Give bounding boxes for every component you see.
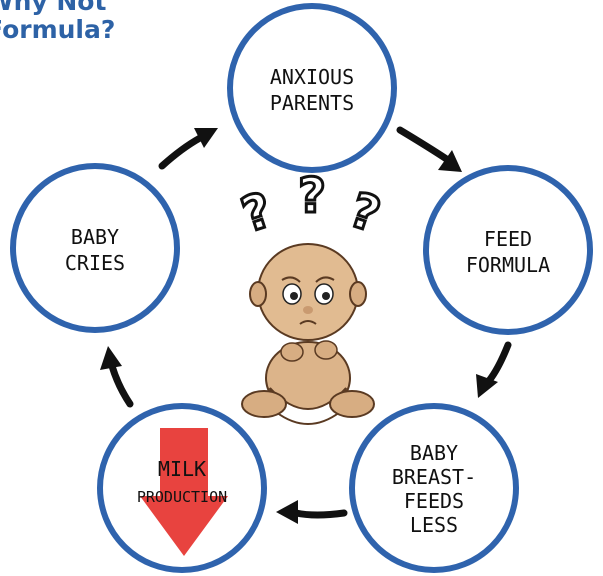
milk-production-line-1: MILK: [158, 457, 206, 481]
anxious-parents-line-2: PARENTS: [270, 91, 354, 115]
node-baby-cries: BABY CRIES: [10, 163, 180, 333]
diagram-title: Why Not Formula?: [0, 0, 116, 44]
breastfeeds-line-3: FEEDS: [404, 489, 464, 513]
anxious-parents-line-1: ANXIOUS: [270, 65, 354, 89]
cycle-arrows: [100, 126, 512, 524]
breastfeeds-line-4: LESS: [410, 513, 458, 537]
arrow-formula-to-breastfeeds: [476, 341, 512, 398]
breastfeeds-line-2: BREAST-: [392, 465, 476, 489]
node-milk-production: MILK PRODUCTION: [97, 403, 267, 573]
milk-down-arrow-icon: [140, 428, 228, 556]
node-feed-formula: FEED FORMULA: [423, 165, 593, 335]
breastfeeds-line-1: BABY: [410, 441, 458, 465]
node-anxious-parents: ANXIOUS PARENTS: [227, 3, 397, 173]
confused-baby-illustration: ? ? ?: [234, 167, 388, 425]
node-baby-breastfeeds-less: BABY BREAST- FEEDS LESS: [349, 403, 519, 573]
baby-cries-line-1: BABY: [71, 225, 119, 249]
feed-formula-line-2: FORMULA: [466, 253, 550, 277]
question-mark-right: ?: [343, 182, 387, 244]
arrow-breastfeeds-to-milk: [276, 500, 348, 524]
milk-production-line-2: PRODUCTION: [137, 488, 227, 506]
question-mark-center: ?: [298, 168, 326, 224]
question-mark-left: ?: [235, 182, 279, 244]
feed-formula-line-1: FEED: [484, 227, 532, 251]
arrow-milk-to-cries: [100, 346, 134, 408]
baby-cries-line-2: CRIES: [65, 251, 125, 275]
arrow-cries-to-parents: [158, 128, 218, 170]
arrow-parents-to-formula: [396, 126, 462, 172]
